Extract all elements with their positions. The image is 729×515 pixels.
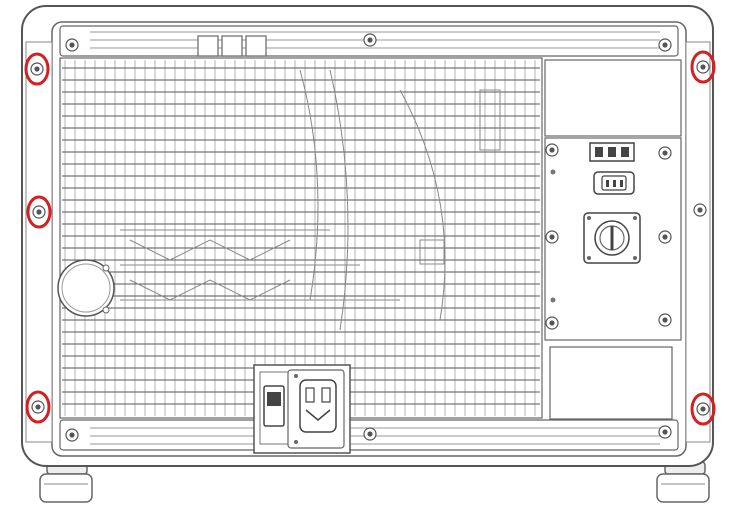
screw [545,143,559,157]
screw [658,38,672,52]
highlight-ring [26,195,52,229]
power-inlet-connector [593,171,635,195]
screw [65,38,79,52]
round-connector [583,212,641,264]
screw [363,427,377,441]
ventilation-grille [59,57,543,419]
frame-right-post [685,41,711,443]
screw [363,33,377,47]
screw [65,428,79,442]
highlight-ring [690,50,716,84]
screw [693,203,707,217]
highlighted-screw [25,390,51,424]
power-switch-module [253,364,351,454]
frame-screws [65,33,707,442]
highlight-ring [690,392,716,426]
right-panel-top-cover [544,59,682,137]
highlighted-screw [690,50,716,84]
foot-right [656,461,710,503]
highlighted-screw [26,195,52,229]
screw [658,146,672,160]
highlighted-screw [24,52,50,86]
highlighted-screws [24,50,716,426]
screw [658,313,672,327]
frame-left-post [25,41,53,443]
screw [658,425,672,439]
foot-left [39,461,93,503]
screw [545,230,559,244]
highlight-ring [25,390,51,424]
screw [658,230,672,244]
highlight-ring [24,52,50,86]
power-socket [299,379,337,433]
highlighted-screw [690,392,716,426]
internal-components [120,69,501,331]
screw [545,316,559,330]
right-panel-bottom-cover [549,346,673,420]
connector-panel [544,137,682,341]
round-cover-plate [57,259,115,317]
